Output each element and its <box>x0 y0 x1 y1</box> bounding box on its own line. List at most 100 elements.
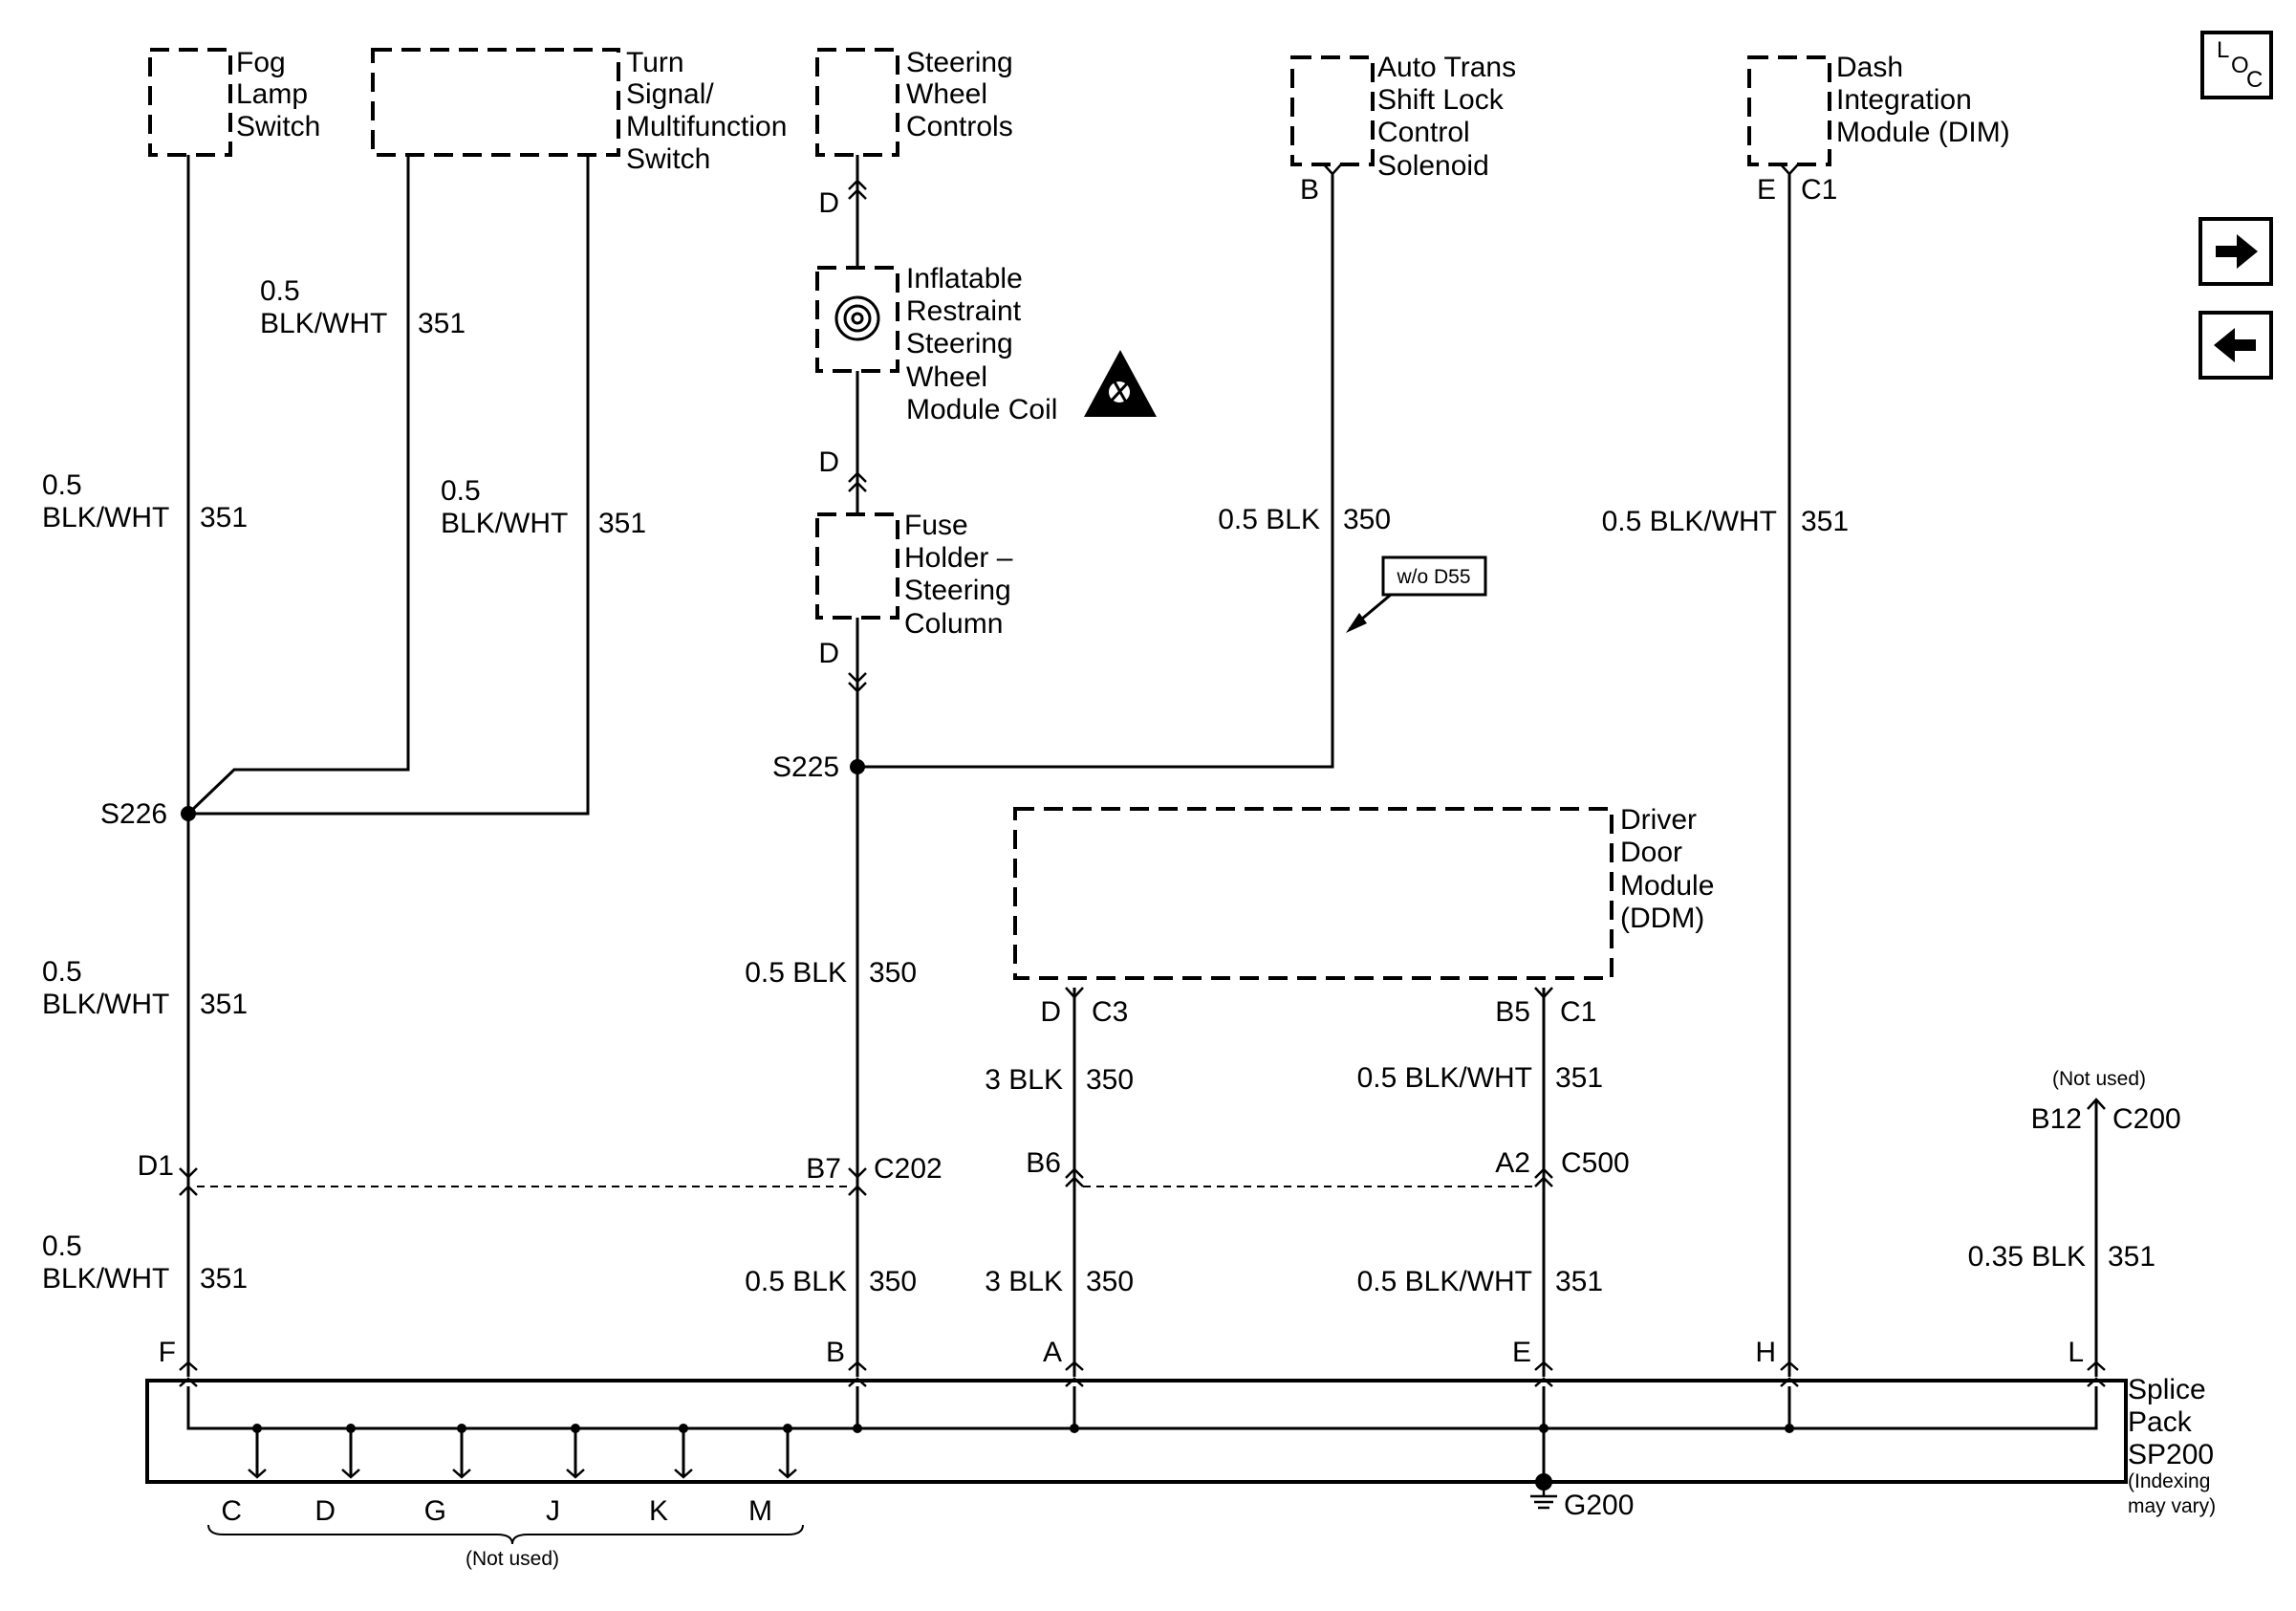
sp-pin-label: B <box>826 1337 845 1368</box>
splice-pack-bus <box>186 1386 2098 1430</box>
sp-pin-label: K <box>649 1495 668 1527</box>
option-flag-w-o-d55: w/o D55 <box>1346 555 1487 633</box>
connector-label: D <box>818 638 839 669</box>
fog-lamp-switch-label-1: Fog <box>236 47 286 78</box>
fog-lamp-switch-label-3: Switch <box>236 111 320 142</box>
connector-label: A2 <box>1495 1147 1530 1179</box>
dash-integration-module: Dash Integration Module (DIM) <box>1747 52 2010 166</box>
ground-label: G200 <box>1564 1490 1634 1521</box>
fog-lamp-switch-label-2: Lamp <box>236 78 308 110</box>
connector-label: D <box>818 187 839 219</box>
fuse-holder-steering-column: Fuse Holder – Steering Column <box>815 510 1013 640</box>
wire-label: 0.5 <box>42 956 82 988</box>
turn-signal-multifunction-switch: Turn Signal/ Multifunction Switch <box>371 47 787 175</box>
connector-symbols <box>179 163 2106 1196</box>
ddm-label-4: (DDM) <box>1620 903 1704 934</box>
connector-solenoid-symbol <box>1323 163 1342 176</box>
fuse-holder-label-4: Column <box>904 608 1003 640</box>
turn-signal-label-1: Turn <box>626 47 684 78</box>
connector-c200-symbol <box>2087 1098 2106 1110</box>
splice-pack-pin-symbols <box>179 1361 2106 1371</box>
wire-label: 351 <box>418 308 466 339</box>
connector-label: C500 <box>1561 1147 1630 1179</box>
connector-d-mid-symbol <box>848 471 867 492</box>
splice-pack-note-1: (Indexing <box>2128 1470 2210 1492</box>
connector-d-low-symbol <box>848 672 867 693</box>
splice-pack-note-2: may vary) <box>2128 1495 2216 1517</box>
connector-label: B12 <box>2031 1103 2082 1135</box>
wire-turn-signal-right <box>188 155 590 816</box>
ddm-label-3: Module <box>1620 870 1714 902</box>
turn-signal-label-4: Switch <box>626 143 710 175</box>
sp-pin-label: M <box>748 1495 772 1527</box>
fog-lamp-switch: Fog Lamp Switch <box>148 47 320 157</box>
unused-pins-brace <box>207 1524 804 1545</box>
next-page-button[interactable] <box>2199 217 2273 286</box>
splice-s225-dot <box>850 759 865 774</box>
wire-label: 351 <box>200 989 248 1020</box>
steering-wheel-controls-label-2: Wheel <box>906 78 987 110</box>
wire-turn-signal-left <box>186 155 410 816</box>
connector-label: D1 <box>138 1150 174 1182</box>
clockspring-icon <box>834 295 880 341</box>
loc-letter-o: O <box>2231 53 2249 78</box>
sp-pin-label: E <box>1512 1337 1531 1368</box>
wire-label: BLK/WHT <box>42 1263 169 1295</box>
coil-label-2: Restraint <box>906 295 1022 327</box>
wire-label: 351 <box>1555 1266 1603 1297</box>
wire-label: 350 <box>1086 1266 1134 1297</box>
splice-pack-label-3: SP200 <box>2128 1439 2214 1470</box>
coil-label-3: Steering <box>906 328 1013 359</box>
solenoid-label-3: Control <box>1377 117 1470 148</box>
connector-ddm-left-symbol <box>1065 987 1084 999</box>
wire-label: 351 <box>1801 506 1849 537</box>
connector-label: C200 <box>2112 1103 2181 1135</box>
connector-c202-d1-symbol <box>179 1167 198 1196</box>
wire-label: 0.5 BLK/WHT <box>1357 1266 1532 1297</box>
wires <box>186 155 2098 1377</box>
connector-label: B6 <box>1026 1147 1061 1179</box>
wire-label: BLK/WHT <box>42 502 169 533</box>
connector-label: (Not used) <box>2052 1068 2146 1090</box>
splice-s226-dot <box>181 806 196 821</box>
wire-label: 351 <box>1555 1062 1603 1094</box>
inflatable-restraint-coil: Inflatable Restraint Steering Wheel Modu… <box>815 263 1157 425</box>
fuse-holder-label-1: Fuse <box>904 510 968 541</box>
splice-s225-label: S225 <box>772 751 839 783</box>
wire-label: 0.5 BLK/WHT <box>1357 1062 1532 1094</box>
connector-label: B <box>1300 174 1319 206</box>
ddm-label-1: Driver <box>1620 804 1697 836</box>
splice-pack-pin-labels: F B A E H L C D G J K M (Not used) G200 <box>159 1337 2084 1570</box>
splice-s226-label: S226 <box>100 798 167 830</box>
wire-label: 0.5 <box>42 469 82 501</box>
solenoid-label-1: Auto Trans <box>1377 52 1516 83</box>
sp-pin-label: F <box>159 1337 176 1368</box>
ddm-label-2: Door <box>1620 837 1682 868</box>
connector-label: D <box>1040 996 1061 1028</box>
connector-label: E <box>1757 174 1776 206</box>
wire-label: 351 <box>200 502 248 533</box>
wire-label: 3 BLK <box>985 1064 1063 1096</box>
ground-symbol <box>1530 1482 1557 1510</box>
wire-label: 350 <box>1086 1064 1134 1096</box>
wire-label: 0.5 BLK/WHT <box>1602 506 1777 537</box>
connector-label: C202 <box>874 1153 942 1185</box>
arrow-right-icon <box>2216 234 2258 269</box>
solenoid-label-2: Shift Lock <box>1377 84 1505 116</box>
splice-pack-label-1: Splice <box>2128 1374 2206 1405</box>
wire-label: 0.5 BLK <box>1218 504 1320 535</box>
location-button[interactable]: L O C <box>2200 31 2273 99</box>
splice-pack-top-arrows <box>179 1377 2106 1387</box>
coil-label-4: Wheel <box>906 361 987 393</box>
solenoid-label-4: Solenoid <box>1377 150 1489 182</box>
previous-page-button[interactable] <box>2199 311 2273 380</box>
wire-label: BLK/WHT <box>260 308 387 339</box>
wire-label: 350 <box>869 1266 917 1297</box>
splice-pack-label-2: Pack <box>2128 1406 2193 1438</box>
connector-c202-b7-symbol <box>848 1167 867 1196</box>
connector-c500-b6-symbol <box>1065 1167 1084 1187</box>
steering-wheel-controls: Steering Wheel Controls <box>815 47 1013 157</box>
sp-pin-label: J <box>546 1495 560 1527</box>
coil-label-5: Module Coil <box>906 394 1057 425</box>
